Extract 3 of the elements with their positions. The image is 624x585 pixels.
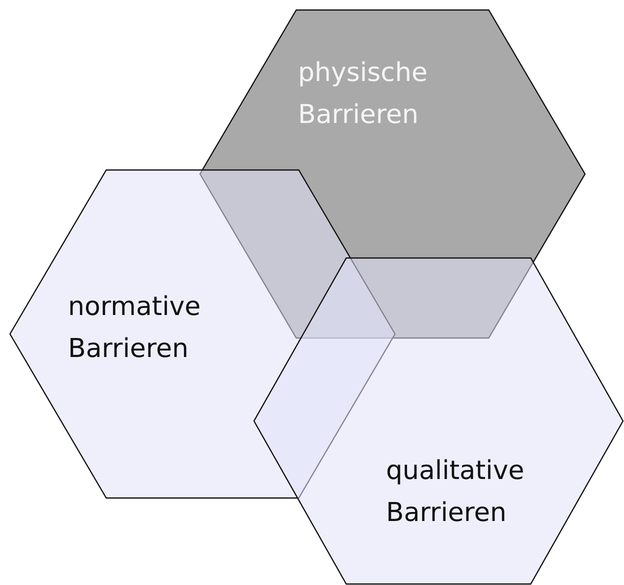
hexagon-label: qualitative Barrieren: [386, 455, 526, 530]
hexagon-label: normative Barrieren: [68, 291, 202, 366]
hexagon-label: physische Barrieren: [298, 57, 428, 132]
